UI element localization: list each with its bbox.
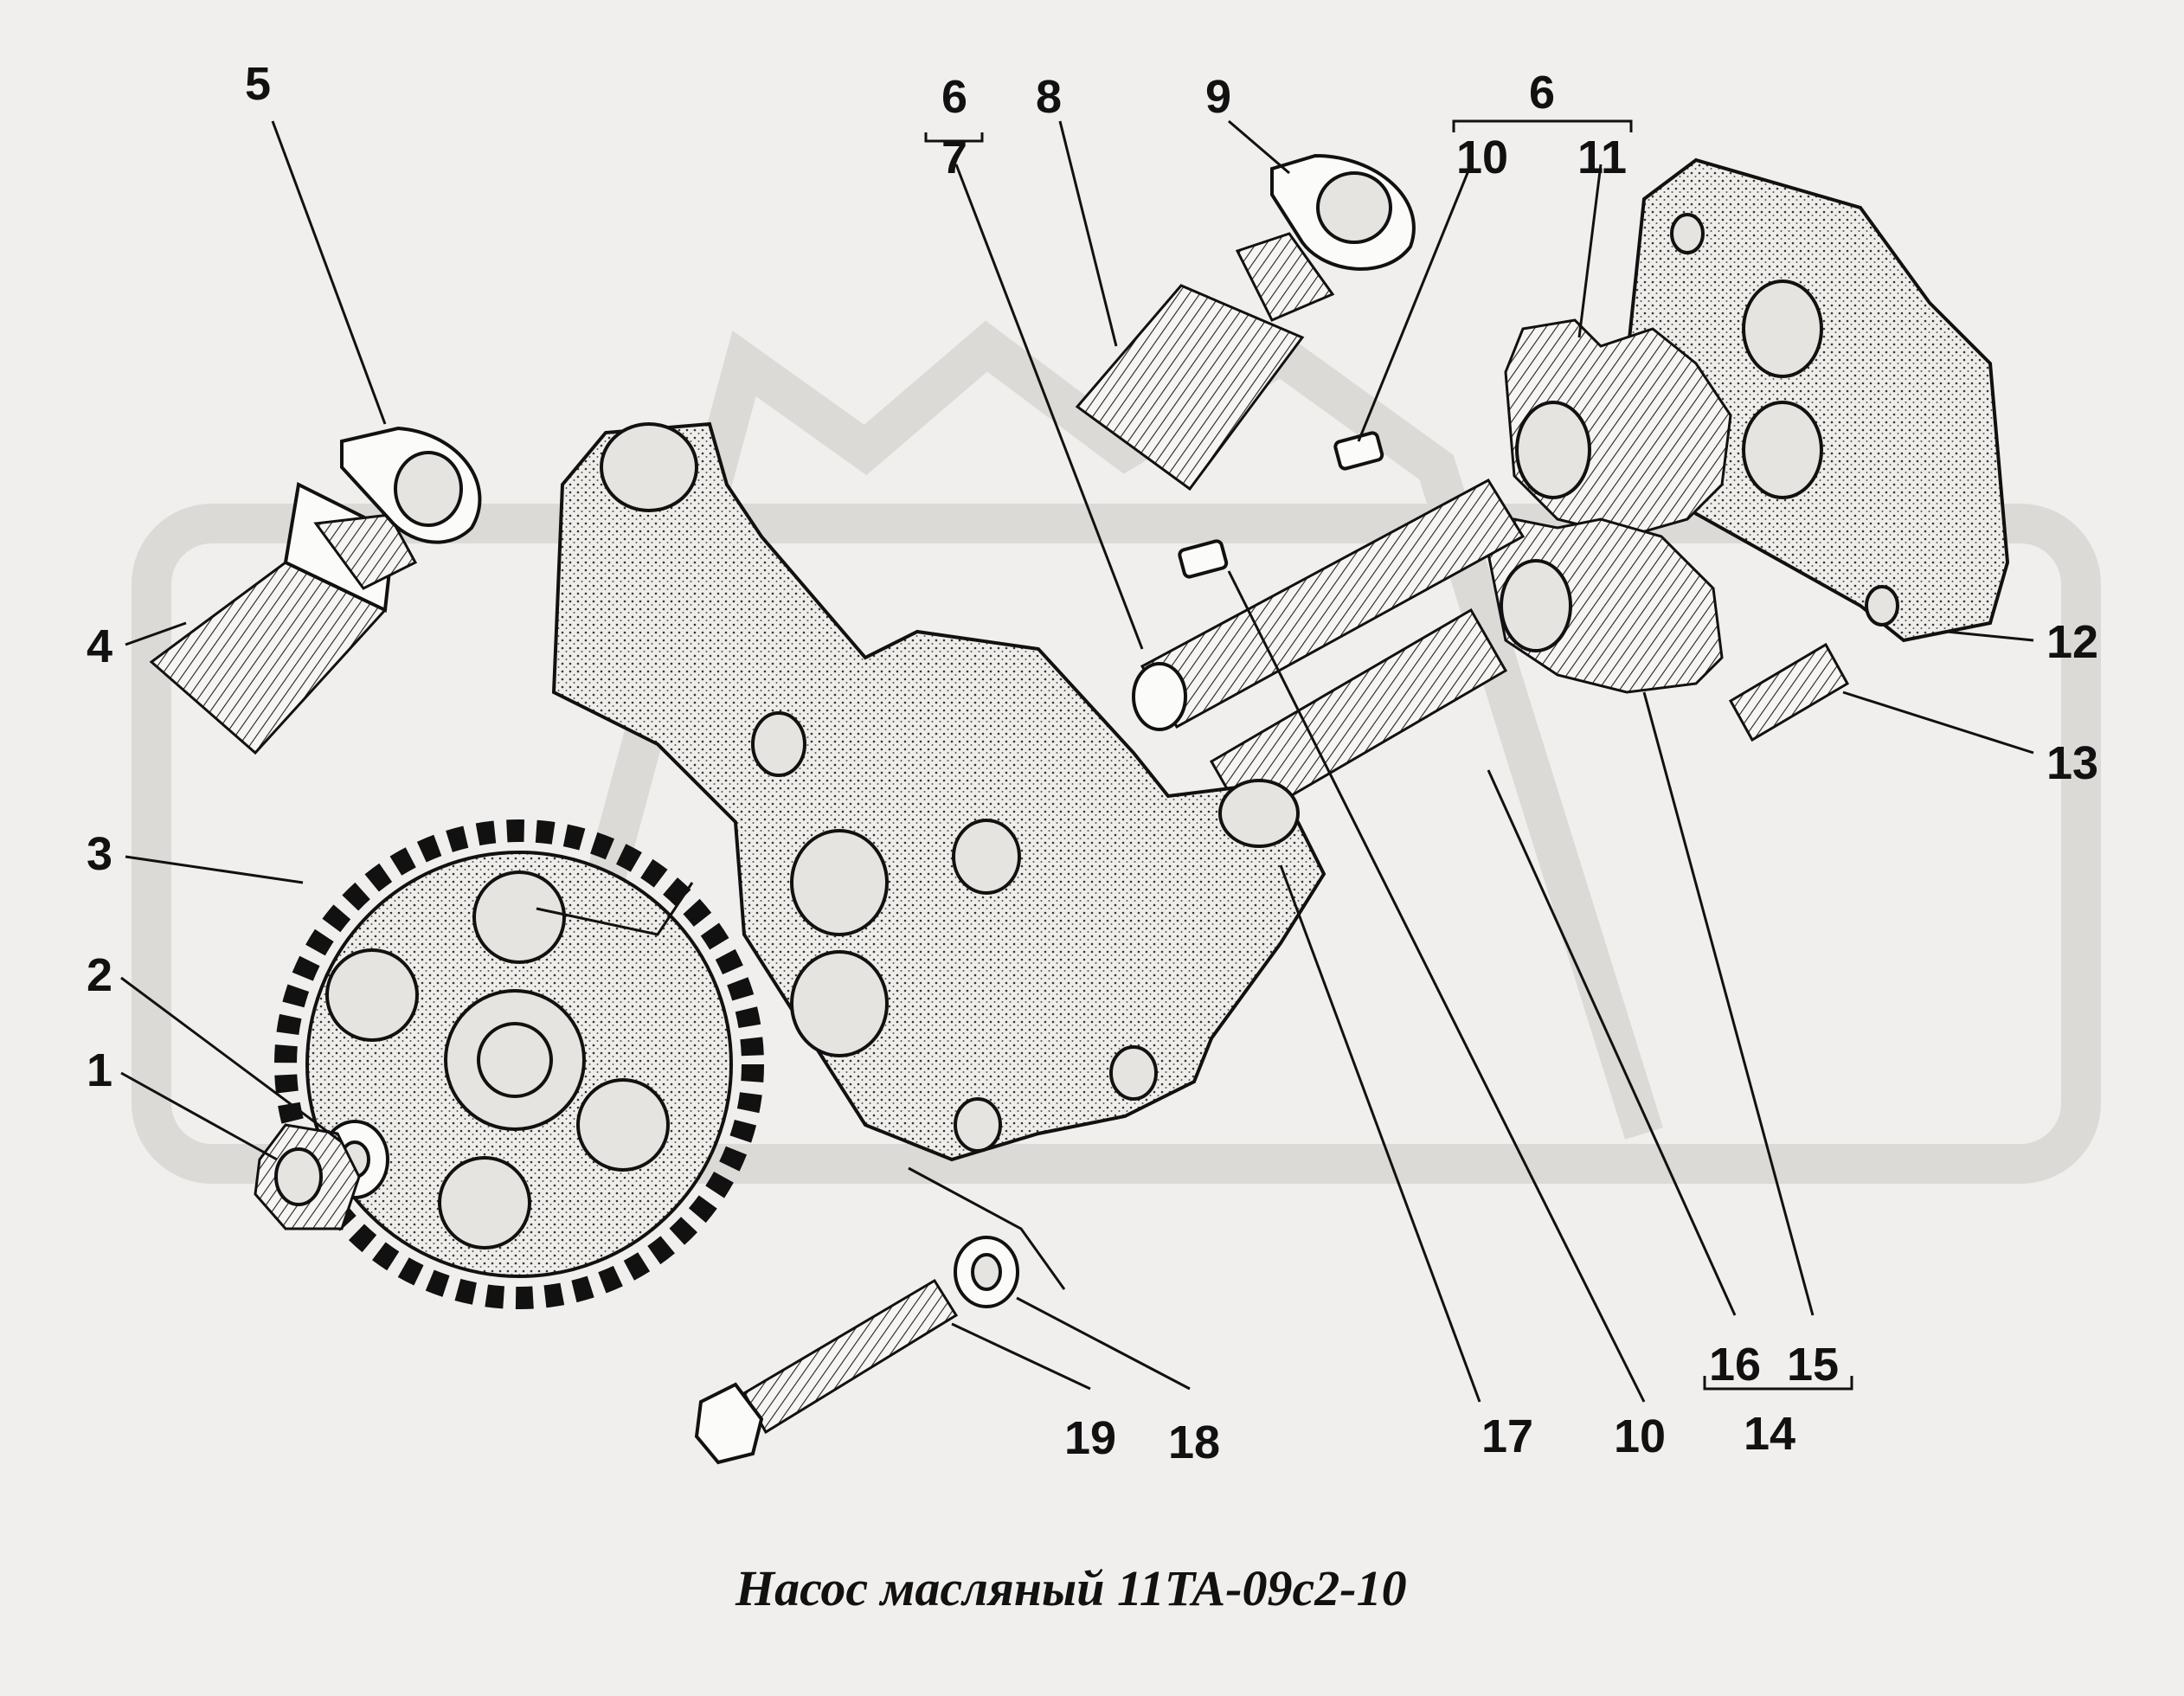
callout-labels: 1 2 3 4 5 6 7 8 9 6 10 11 12 13 16 15 14… [87, 58, 2098, 1468]
part-4-valve-cylinder [149, 482, 418, 755]
label-6-top-left: 6 [941, 71, 967, 123]
part-5-tab-washer [340, 426, 482, 544]
part-1-nut [254, 1123, 361, 1230]
label-19: 19 [1064, 1412, 1116, 1464]
label-4: 4 [87, 620, 112, 672]
label-1: 1 [87, 1044, 112, 1096]
diagram-caption: Насос масляный 11ТА-09с2-10 [735, 1560, 1407, 1616]
part-12-pump-cover [1624, 157, 2010, 643]
part-16-drive-shaft [1132, 479, 1526, 731]
watermark-logo [132, 320, 2101, 1184]
part-9-tab-washer [1270, 153, 1416, 271]
part-15-lower-gear [1487, 517, 1724, 694]
label-7: 7 [941, 132, 967, 183]
label-18: 18 [1168, 1417, 1220, 1468]
part-3-drive-gear [274, 819, 764, 1309]
label-9: 9 [1205, 71, 1231, 123]
leader-lines [120, 119, 2034, 1403]
label-2: 2 [87, 949, 112, 1001]
label-6-top-right: 6 [1529, 67, 1555, 119]
part-13-dowel-pin [1728, 642, 1850, 742]
label-11: 11 [1577, 132, 1627, 183]
label-17: 17 [1481, 1410, 1533, 1462]
label-13: 13 [2046, 737, 2098, 789]
label-10-bottom: 10 [1614, 1410, 1666, 1462]
part-10-key-upper [1333, 431, 1384, 471]
part-19-bolt [694, 1278, 959, 1465]
label-3: 3 [87, 828, 112, 880]
part-8-valve-cylinder [1075, 232, 1335, 491]
part-10-key-lower [1178, 539, 1229, 579]
pump-housing [551, 421, 1326, 1162]
label-12: 12 [2046, 616, 2098, 668]
part-18-spring-washer [954, 1236, 1019, 1308]
label-10-top: 10 [1456, 132, 1508, 183]
label-14: 14 [1744, 1408, 1795, 1460]
label-8: 8 [1036, 71, 1062, 123]
label-16: 16 [1709, 1339, 1761, 1391]
label-5: 5 [245, 58, 271, 110]
part-11-upper-gear [1504, 318, 1732, 538]
label-15: 15 [1787, 1339, 1839, 1391]
